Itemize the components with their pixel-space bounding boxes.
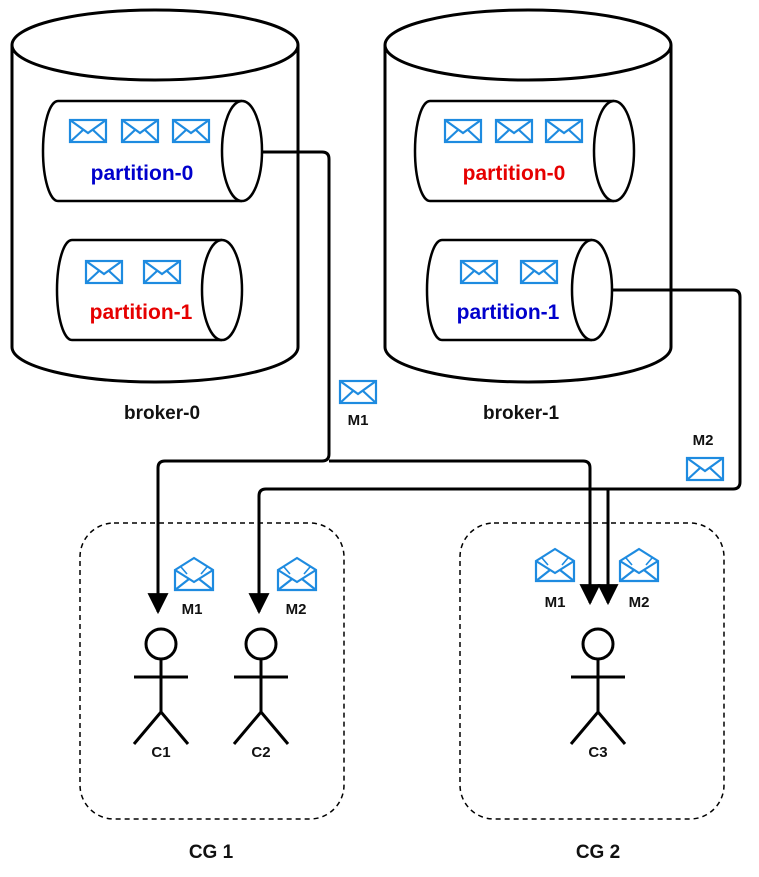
consumer-label: C2 bbox=[251, 744, 270, 761]
message-envelope-icon bbox=[142, 259, 182, 285]
open-envelope-icon bbox=[534, 547, 576, 583]
open-envelope-icon bbox=[173, 556, 215, 592]
partition-label: partition-1 bbox=[457, 301, 560, 324]
broker-1-partition-1: partition-1 bbox=[425, 238, 614, 342]
broker-0: partition-0 partition-1 broker-0 bbox=[10, 8, 300, 424]
broker-1: partition-0 partition-1 broker-1 bbox=[383, 8, 673, 424]
consumer-group-boundary bbox=[459, 522, 725, 820]
partition-label: partition-0 bbox=[91, 162, 194, 185]
message-label: M2 bbox=[693, 432, 714, 449]
consumer-c3: C3 bbox=[569, 627, 627, 761]
consumer-group-2: M1 M2 C3 CG 2 bbox=[459, 522, 725, 863]
consumer-group-boundary bbox=[79, 522, 345, 820]
consumer-c1: C1 bbox=[132, 627, 190, 761]
flow-message-m2: M2 bbox=[685, 432, 725, 482]
consumer-c2: C2 bbox=[232, 627, 290, 761]
message-envelope-icon bbox=[68, 118, 108, 144]
consumer-group-1: M1 M2 C1 C2 CG 1 bbox=[79, 522, 345, 863]
open-envelope-icon bbox=[618, 547, 660, 583]
message-label: M1 bbox=[348, 412, 369, 429]
consumer-label: C3 bbox=[588, 744, 607, 761]
message-envelope-icon bbox=[494, 118, 534, 144]
broker-label: broker-0 bbox=[124, 403, 200, 424]
flow-m2-to-c2 bbox=[248, 288, 742, 615]
received-message-label: M1 bbox=[182, 601, 203, 618]
message-envelope-icon bbox=[519, 259, 559, 285]
flow-message-m1: M1 bbox=[338, 379, 378, 429]
flow-m1-to-c1 bbox=[147, 150, 331, 615]
consumer-group-label: CG 2 bbox=[576, 842, 620, 863]
consumer-group-label: CG 1 bbox=[189, 842, 234, 863]
message-envelope-icon bbox=[338, 379, 378, 405]
consumer-stick-figure-icon bbox=[232, 627, 290, 746]
message-envelope-icon bbox=[443, 118, 483, 144]
broker-1-cylinder-top bbox=[383, 8, 673, 82]
broker-label: broker-1 bbox=[483, 403, 559, 424]
message-envelope-icon bbox=[544, 118, 584, 144]
consumer-label: C1 bbox=[151, 744, 170, 761]
received-message-label: M1 bbox=[545, 594, 566, 611]
message-envelope-icon bbox=[84, 259, 124, 285]
partition-label: partition-0 bbox=[463, 162, 566, 185]
message-envelope-icon bbox=[120, 118, 160, 144]
open-envelope-icon bbox=[276, 556, 318, 592]
partition-label: partition-1 bbox=[90, 301, 193, 324]
consumer-stick-figure-icon bbox=[569, 627, 627, 746]
broker-0-cylinder-top bbox=[10, 8, 300, 82]
broker-1-partition-0: partition-0 bbox=[413, 99, 636, 203]
flow-m1-to-c3 bbox=[329, 459, 601, 606]
message-envelope-icon bbox=[685, 456, 725, 482]
broker-0-partition-1: partition-1 bbox=[55, 238, 244, 342]
received-message-label: M2 bbox=[286, 601, 307, 618]
consumer-stick-figure-icon bbox=[132, 627, 190, 746]
received-message-label: M2 bbox=[629, 594, 650, 611]
message-envelope-icon bbox=[171, 118, 211, 144]
message-envelope-icon bbox=[459, 259, 499, 285]
message-flow-connectors bbox=[147, 150, 742, 615]
broker-0-partition-0: partition-0 bbox=[41, 99, 264, 203]
